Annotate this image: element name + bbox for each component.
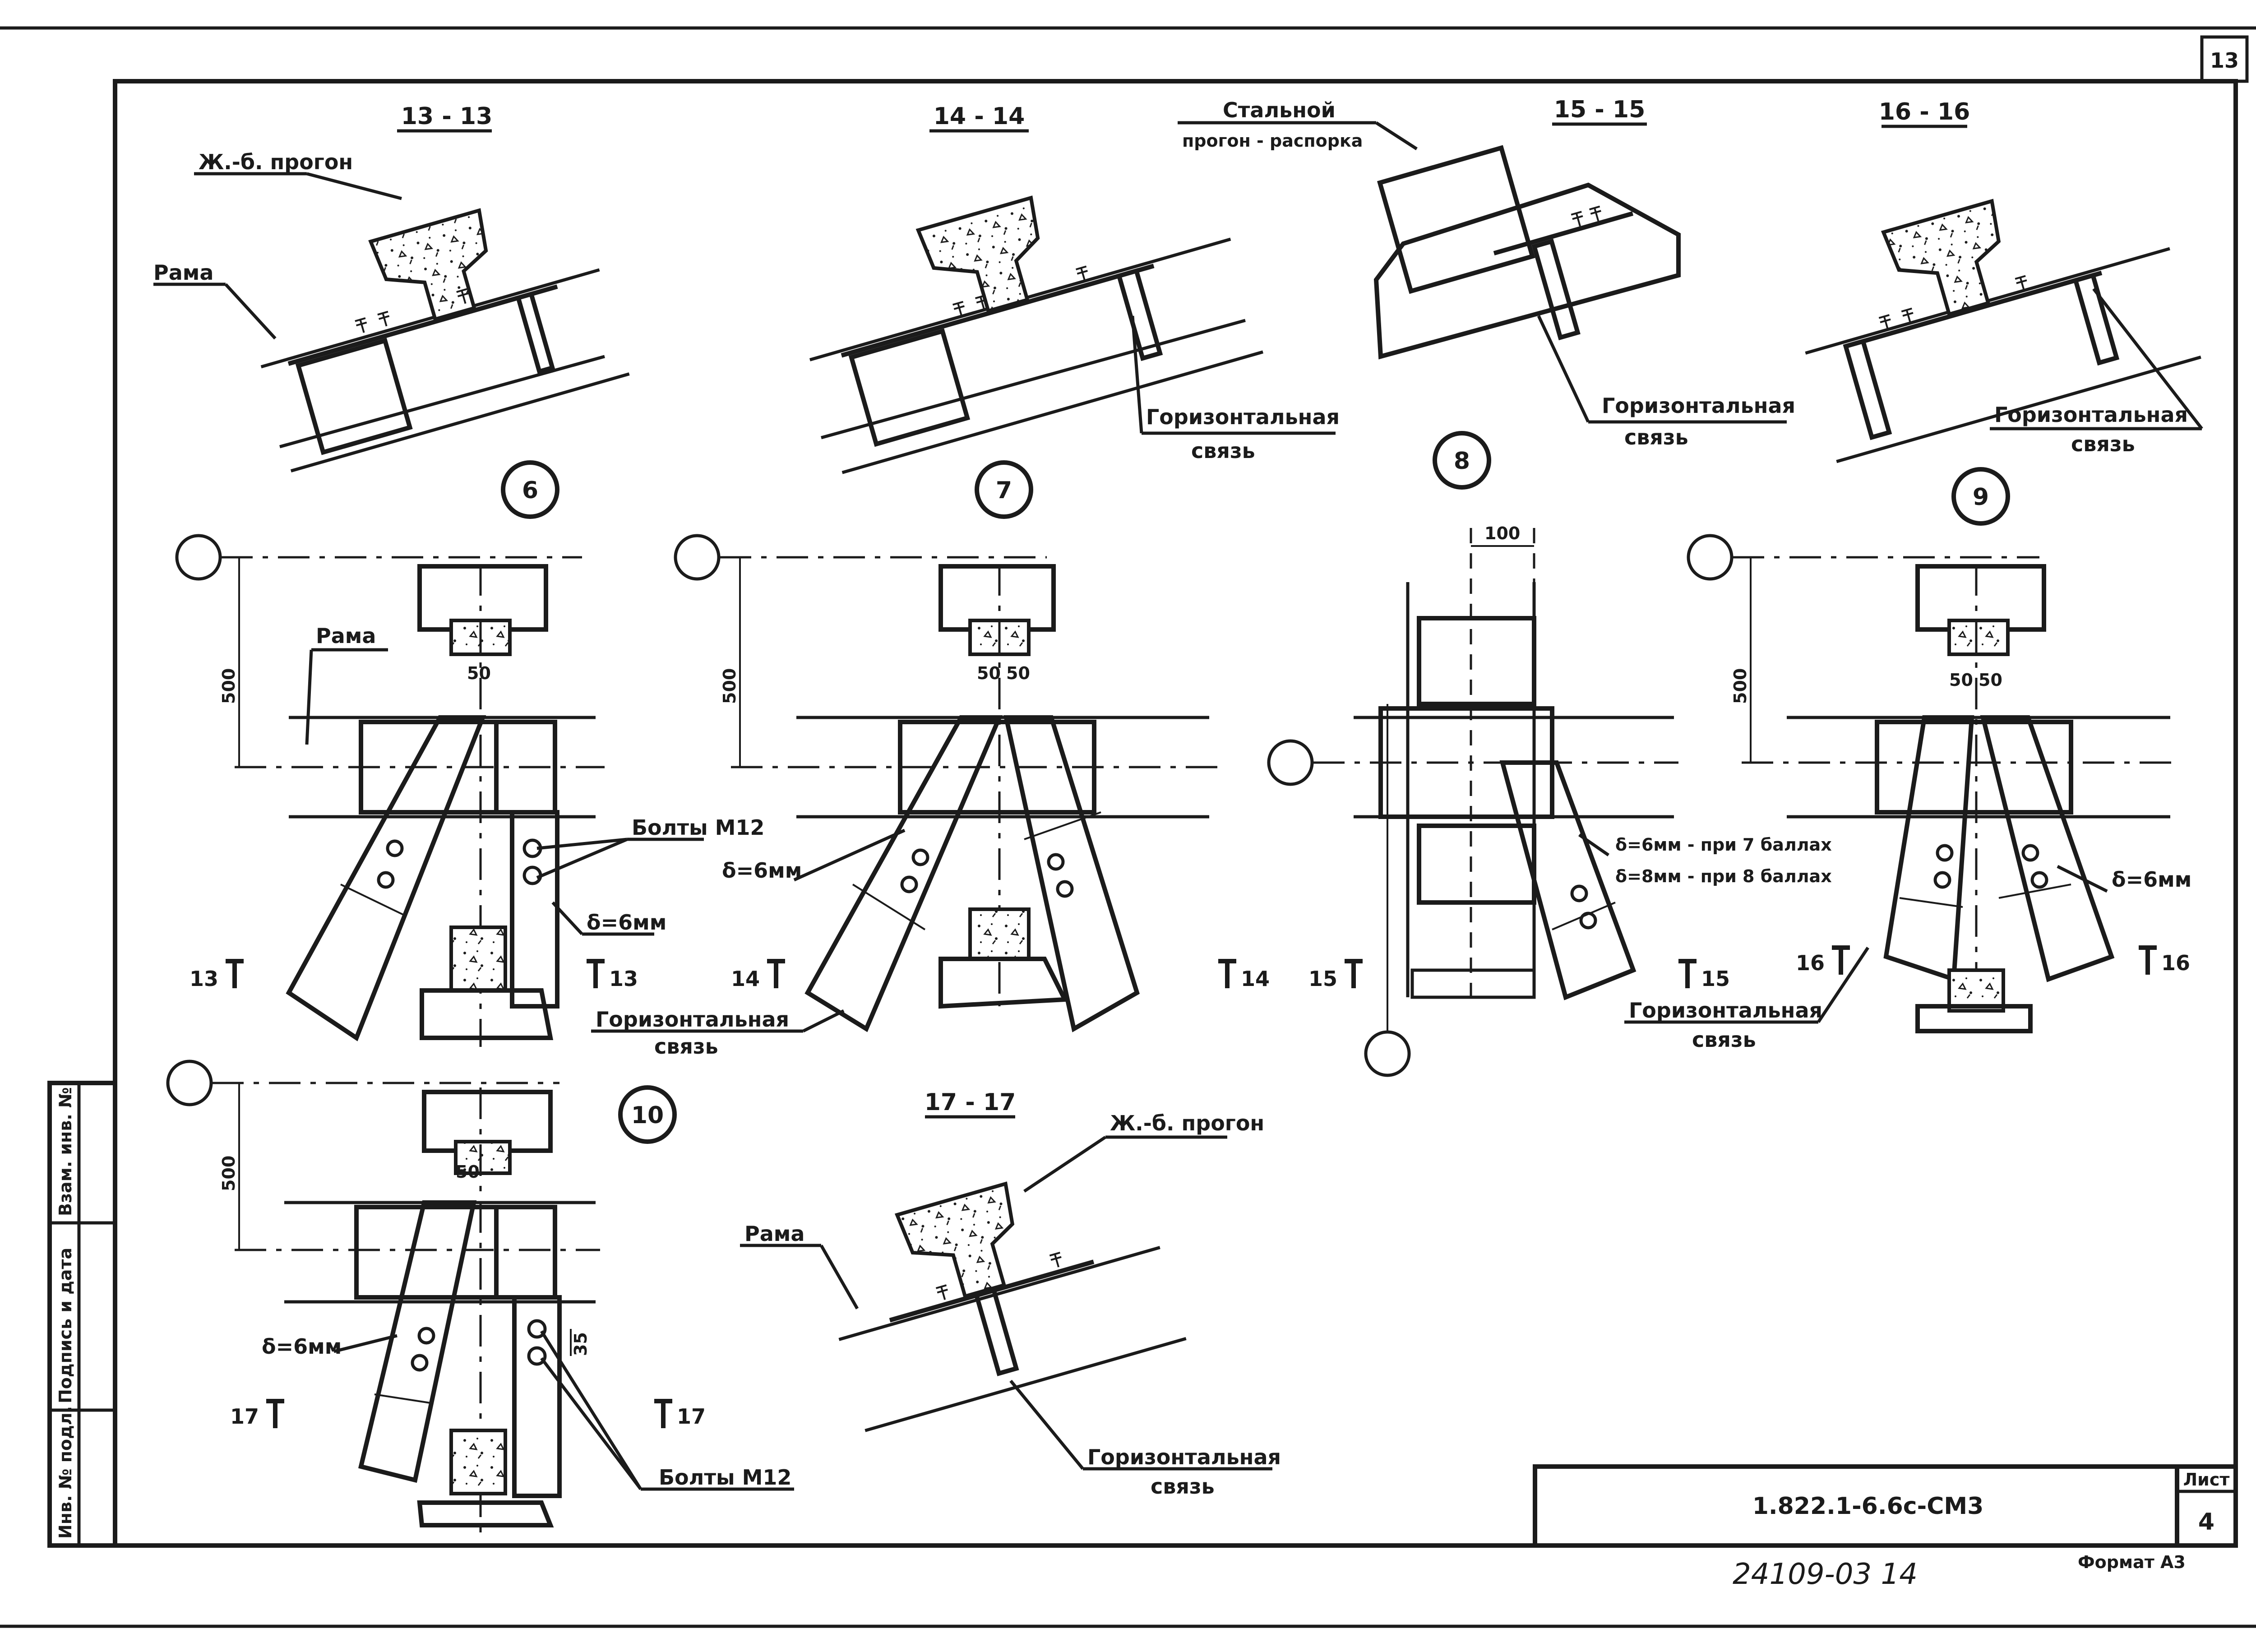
cut-15-right: 15 (1701, 967, 1730, 991)
dim-50b-node9: 50 (1979, 670, 2002, 690)
section-16-16: 16 - 16 Горизонтальная связь (1805, 98, 2203, 463)
page-number: 13 (2210, 48, 2239, 73)
label-horiz-brace-14-l1: Горизонтальная (1146, 405, 1340, 429)
label-steel-purlin-l1: Стальной (1223, 98, 1336, 122)
label-horiz-brace-14-l2: связь (1191, 439, 1255, 463)
label-horiz-brace-node9-l1: Горизонтальная (1629, 998, 1822, 1023)
node-label-10: 10 (631, 1102, 664, 1129)
label-bolts-node6: Болты М12 (632, 815, 764, 840)
section-14-14: 14 - 14 Горизонтальная связь (809, 103, 1340, 474)
label-frame-node6: Рама (316, 624, 376, 648)
dim-100-node8: 100 (1484, 523, 1520, 543)
node-label-8: 8 (1454, 448, 1470, 475)
label-steel-purlin-l2: прогон - распорка (1182, 131, 1363, 151)
dim-500-node7: 500 (720, 668, 740, 704)
node-marker-7 (975, 460, 1033, 519)
label-horiz-brace-16-l1: Горизонтальная (1994, 403, 2188, 427)
label-rc-purlin-17: Ж.-б. прогон (1110, 1111, 1264, 1135)
label-frame-17: Рама (744, 1222, 804, 1246)
node-label-6: 6 (522, 477, 538, 504)
cut-13-right: 13 (609, 967, 638, 991)
node-marker-6 (501, 460, 559, 519)
label-horiz-brace-17-l2: связь (1151, 1474, 1215, 1499)
dim-500-node9: 500 (1730, 668, 1750, 704)
label-frame: Рама (153, 260, 213, 285)
label-horiz-brace-15-l1: Горизонтальная (1602, 393, 1795, 418)
label-horiz-brace-16-l2: связь (2071, 432, 2135, 456)
cut-16-left: 16 (1796, 951, 1825, 975)
cut-13-left: 13 (190, 967, 218, 991)
section-title-16: 16 - 16 (1879, 98, 1970, 125)
dim-500-node10: 500 (219, 1156, 239, 1191)
format-label: Формат А3 (2078, 1552, 2186, 1572)
label-delta6-node9: δ=6мм (2112, 867, 2191, 892)
node-8: 8 100 δ=6мм - при 7 баллах δ=8мм - при 8… (1267, 431, 1832, 1077)
cut-14-right: 14 (1241, 967, 1270, 991)
sheet-texts: 13 1.822.1-6.6с-СМ3 Лист 4 24109-03 14 Ф… (55, 48, 2239, 1591)
label-bolts-node10: Болты М12 (659, 1465, 791, 1490)
label-delta6-node6: δ=6мм (587, 910, 666, 935)
node-10: 10 500 35 50 δ=6мм Болты М12 17 (166, 1060, 794, 1534)
node-6: 6 500 50 Рама Болты М12 δ=6мм 1 (175, 460, 764, 1047)
label-delta6-node10: δ=6мм (262, 1334, 342, 1359)
section-title-17: 17 - 17 (925, 1089, 1016, 1116)
label-delta8-8-node8: δ=8мм - при 8 баллах (1615, 866, 1832, 886)
section-title-13: 13 - 13 (401, 103, 493, 130)
dim-500-node6: 500 (219, 668, 239, 704)
label-delta6-node7: δ=6мм (722, 858, 802, 883)
cut-17-right: 17 (677, 1404, 706, 1429)
cut-16-right: 16 (2161, 951, 2190, 975)
sheet-frame (0, 26, 2256, 1628)
node-label-7: 7 (996, 477, 1012, 504)
label-horiz-brace-node9-l2: связь (1692, 1027, 1756, 1052)
stamp-replaced-inv: Взам. инв. № (55, 1087, 75, 1216)
node-marker-9 (1951, 467, 2010, 526)
sheet-number: 4 (2198, 1509, 2214, 1536)
label-horiz-brace-node7-l1: Горизонтальная (596, 1007, 789, 1032)
cut-17-left: 17 (230, 1404, 259, 1429)
inventory-number: 24109-03 14 (1733, 1558, 1918, 1591)
label-delta6-7-node8: δ=6мм - при 7 баллах (1615, 835, 1832, 855)
node-9: 9 500 50 50 δ=6мм Горизонтальная связь 1… (1624, 467, 2191, 1052)
section-15-15: 15 - 15 Стальной прогон - распорка Гориз… (1178, 96, 1795, 449)
cut-15-left: 15 (1308, 967, 1337, 991)
section-title-14: 14 - 14 (934, 103, 1025, 130)
dim-50a-node7: 50 (977, 663, 1001, 683)
node-label-9: 9 (1973, 484, 1989, 511)
stamp-inv-original: Инв. № подл. (55, 1406, 75, 1539)
section-title-15: 15 - 15 (1554, 96, 1646, 123)
dim-50b-node7: 50 (1006, 663, 1030, 683)
dim-50a-node9: 50 (1949, 670, 1973, 690)
node-marker-8 (1433, 431, 1491, 490)
drawing-code: 1.822.1-6.6с-СМ3 (1752, 1493, 1984, 1520)
label-horiz-brace-node7-l2: связь (654, 1034, 718, 1059)
section-13-13: 13 - 13 Рама Ж.-б. прогон (153, 103, 630, 473)
label-horiz-brace-17-l1: Горизонтальная (1087, 1445, 1281, 1469)
label-rc-purlin: Ж.-б. прогон (199, 150, 353, 174)
node-marker-10 (618, 1085, 677, 1144)
node-7: 7 500 50 50 δ=6мм Горизонтальная связь 1… (591, 460, 1270, 1059)
dim-50-node10: 50 (456, 1162, 480, 1182)
dim-50-node6: 50 (467, 663, 491, 683)
cut-14-left: 14 (731, 967, 760, 991)
dim-35-node10: 35 (571, 1332, 591, 1356)
stamp-signature-date: Подпись и дата (55, 1248, 75, 1403)
section-17-17: 17 - 17 Ж.-б. прогон Рама Горизонтальная… (740, 1089, 1281, 1499)
label-horiz-brace-15-l2: связь (1624, 425, 1688, 449)
sheet-label: Лист (2183, 1470, 2230, 1490)
